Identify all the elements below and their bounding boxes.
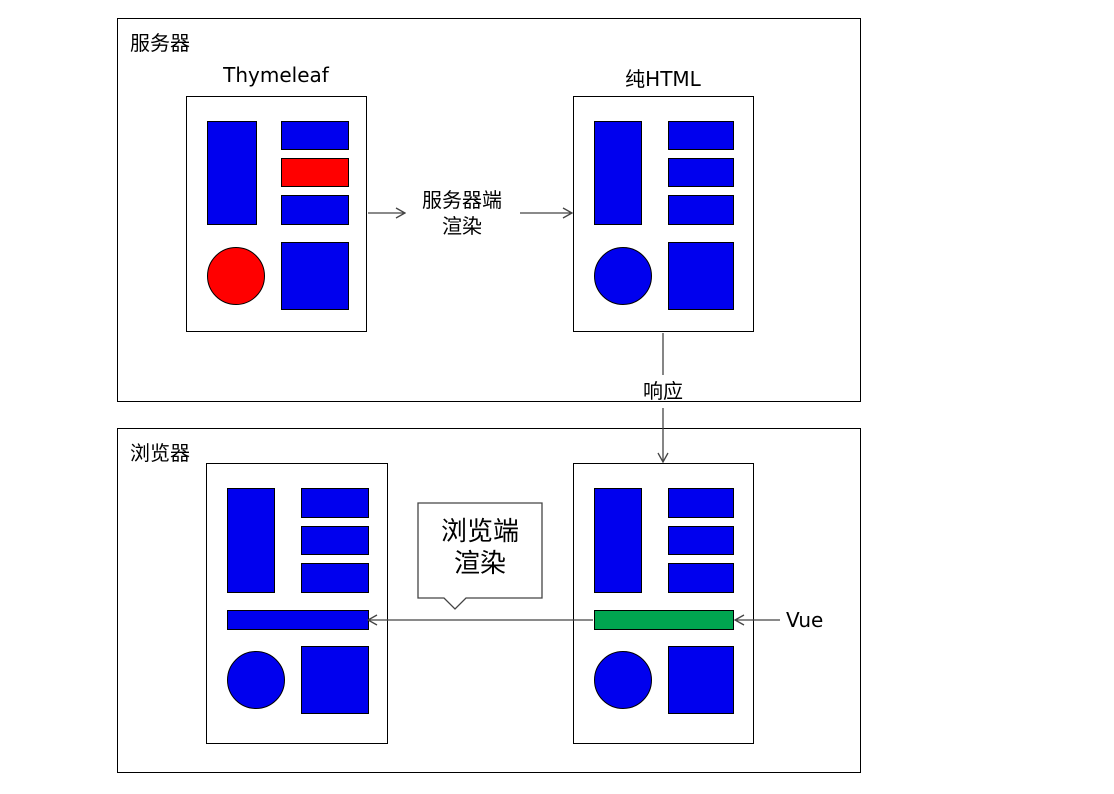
html-sidebar-block	[594, 121, 642, 225]
server-render-line1: 服务器端	[422, 188, 502, 212]
rendered-sidebar-block	[227, 488, 275, 593]
vue-label: Vue	[786, 608, 824, 632]
html-bar-3	[668, 195, 734, 225]
rendered-circle	[227, 651, 285, 709]
vue-square-block	[668, 646, 734, 714]
response-caption: 响应	[643, 379, 683, 403]
server-render-caption: 服务器端 渲染	[406, 187, 518, 239]
thymeleaf-bar-1	[281, 121, 349, 150]
html-bar-1	[668, 121, 734, 150]
rendered-bar-3	[301, 563, 369, 593]
html-page	[573, 96, 754, 332]
html-title: 纯HTML	[625, 67, 701, 91]
browser-label: 浏览器	[130, 441, 190, 465]
rendered-bar-1	[301, 488, 369, 518]
vue-bar-3	[668, 563, 734, 593]
vue-circle	[594, 651, 652, 709]
html-bar-2	[668, 158, 734, 187]
vue-component-bar	[594, 610, 734, 630]
thymeleaf-circle-dynamic	[207, 247, 265, 305]
rendered-page	[206, 463, 388, 744]
html-square-block	[668, 242, 734, 310]
thymeleaf-bar-2-dynamic	[281, 158, 349, 187]
rendered-bar-2	[301, 526, 369, 555]
rendered-square-block	[301, 646, 369, 714]
html-circle	[594, 247, 652, 305]
server-render-line2: 渲染	[442, 214, 482, 238]
callout-bubble	[417, 502, 543, 610]
vue-page	[573, 463, 754, 744]
thymeleaf-page	[186, 96, 367, 332]
server-label: 服务器	[130, 31, 190, 55]
thymeleaf-bar-3	[281, 195, 349, 225]
browser-render-caption: 浏览端 渲染	[418, 516, 542, 580]
thymeleaf-sidebar-block	[207, 121, 257, 225]
browser-render-line1: 浏览端	[440, 517, 519, 547]
browser-render-line2: 渲染	[453, 549, 506, 579]
vue-sidebar-block	[594, 488, 642, 593]
vue-bar-2	[668, 526, 734, 555]
thymeleaf-title: Thymeleaf	[223, 63, 329, 87]
thymeleaf-square-block	[281, 242, 349, 310]
vue-bar-1	[668, 488, 734, 518]
